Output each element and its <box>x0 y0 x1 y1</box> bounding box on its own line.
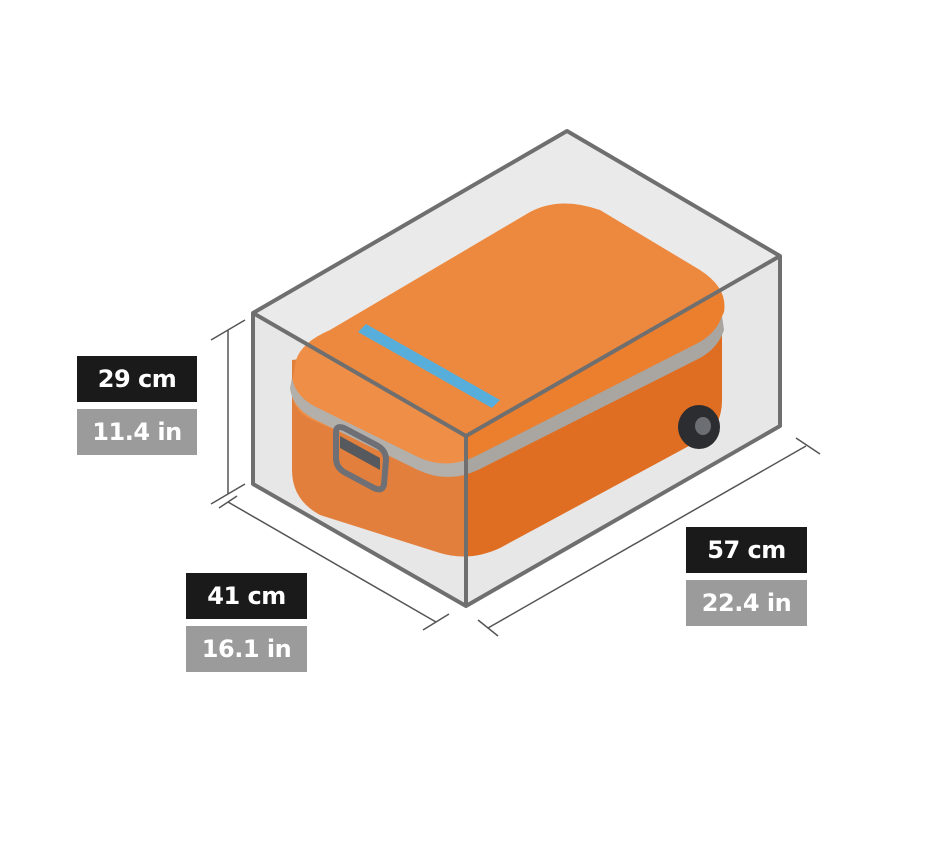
box-outline <box>251 129 782 608</box>
height-metric-label: 29 cm <box>77 356 197 402</box>
box-front-overlay <box>253 131 780 606</box>
height-imperial-label: 11.4 in <box>77 409 197 455</box>
suitcase-illustration <box>290 203 725 557</box>
width-metric-label: 41 cm <box>186 573 307 619</box>
length-imperial-label: 22.4 in <box>686 580 807 626</box>
dimension-lines <box>210 319 821 637</box>
side-handle-icon <box>333 424 390 493</box>
wheel-icon <box>678 405 720 449</box>
length-metric-label: 57 cm <box>686 527 807 573</box>
top-handle-stripe <box>358 324 500 408</box>
width-imperial-label: 16.1 in <box>186 626 307 672</box>
